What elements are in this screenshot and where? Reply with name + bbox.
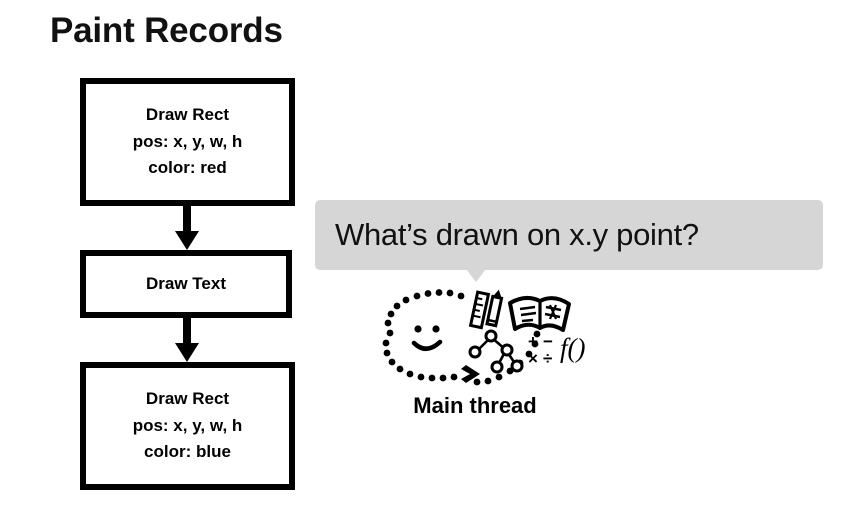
paint-record-box-draw-text: Draw Text — [80, 250, 292, 318]
question-text: What’s drawn on x.y point? — [335, 217, 699, 252]
main-thread-illustration: + − × ÷ f() Main thread — [360, 285, 590, 445]
svg-text:×: × — [528, 349, 538, 368]
record-op-label: Draw Text — [146, 273, 226, 293]
flow-arrow-down-2 — [175, 318, 199, 362]
flow-arrow-down-1 — [175, 206, 199, 250]
main-thread-label: Main thread — [413, 393, 537, 418]
svg-text:−: − — [543, 332, 553, 351]
arrow-head-icon — [175, 343, 199, 362]
record-pos-label: pos: x, y, w, h — [132, 131, 243, 151]
page-title: Paint Records — [50, 11, 283, 50]
arrow-shaft — [183, 318, 191, 344]
record-color-label: color: red — [148, 158, 227, 178]
open-book-icon — [508, 296, 571, 332]
loop-arrowhead-icon — [461, 365, 480, 383]
arrow-shaft — [183, 206, 191, 232]
thread-loop-graphic: + − × ÷ f() — [382, 289, 585, 386]
record-op-label: Draw Rect — [145, 389, 230, 409]
svg-text:+: + — [528, 332, 538, 351]
question-speech-bubble: What’s drawn on x.y point? — [315, 200, 823, 270]
math-operators-icon: + − × ÷ — [528, 332, 553, 368]
svg-text:f(): f() — [560, 333, 585, 363]
paint-record-box-draw-rect-red: Draw Rect pos: x, y, w, h color: red — [80, 78, 295, 206]
function-notation-icon: f() — [560, 333, 585, 363]
dotted-loop-arrow-icon — [382, 289, 541, 386]
paint-record-box-draw-rect-blue: Draw Rect pos: x, y, w, h color: blue — [80, 362, 295, 490]
record-pos-label: pos: x, y, w, h — [132, 415, 243, 435]
ruler-icon — [468, 290, 491, 330]
smiley-face-icon — [411, 325, 443, 352]
arrow-head-icon — [175, 231, 199, 250]
tree-graph-icon — [468, 329, 524, 374]
record-op-label: Draw Rect — [145, 105, 230, 125]
record-color-label: color: blue — [144, 442, 231, 462]
svg-text:÷: ÷ — [543, 349, 552, 368]
speech-bubble-tail-icon — [466, 269, 486, 282]
pencil-icon — [485, 289, 504, 328]
